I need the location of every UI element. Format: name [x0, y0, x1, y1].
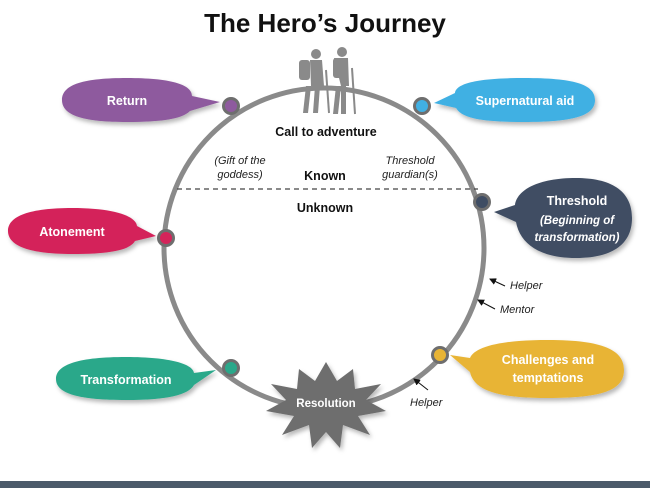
mentor-label: Mentor: [500, 304, 536, 316]
unknown-label: Unknown: [297, 201, 353, 215]
atonement-label: Atonement: [39, 225, 105, 239]
transformation-label: Transformation: [81, 373, 172, 387]
resolution-label: Resolution: [296, 398, 355, 410]
challenges-node: [431, 346, 449, 364]
challenges-label-line2: temptations: [513, 371, 584, 385]
helper-lower-arrow: [413, 378, 429, 391]
threshold-label: Threshold: [547, 194, 607, 208]
return-bubble: [62, 78, 220, 122]
atonement-bubble: [8, 208, 156, 254]
challenges-label-line1: Challenges and: [502, 353, 594, 367]
gift-of-goddess-line1: (Gift of the: [214, 155, 265, 167]
supernatural-aid-bubble: [434, 78, 595, 122]
helper-lower-label: Helper: [410, 397, 444, 409]
helper-upper-label: Helper: [510, 280, 544, 292]
threshold-guardian-line1: Threshold: [386, 155, 436, 167]
supernatural-aid-label: Supernatural aid: [476, 94, 575, 108]
footer-bar: [0, 481, 650, 488]
atonement-node: [157, 229, 175, 247]
threshold-node: [473, 193, 491, 211]
challenges-bubble: [450, 340, 624, 398]
return-node: [222, 97, 240, 115]
resolution-burst: [266, 362, 386, 448]
known-label: Known: [304, 169, 346, 183]
helper-upper-arrow: [489, 278, 506, 287]
transformation-node: [222, 359, 240, 377]
hikers-icon: [299, 47, 356, 115]
transformation-bubble: [56, 357, 216, 400]
page-title: The Hero’s Journey: [204, 8, 446, 38]
gift-of-goddess-line2: goddess): [217, 169, 263, 181]
threshold-bubble: [494, 178, 632, 258]
return-label: Return: [107, 94, 147, 108]
threshold-sub-line2: transformation): [535, 232, 620, 244]
threshold-guardian-line2: guardian(s): [382, 169, 438, 181]
threshold-sub-line1: (Beginning of: [540, 215, 615, 227]
call-to-adventure-label: Call to adventure: [275, 125, 376, 139]
supernatural-aid-node: [413, 97, 431, 115]
mentor-arrow: [477, 299, 496, 310]
